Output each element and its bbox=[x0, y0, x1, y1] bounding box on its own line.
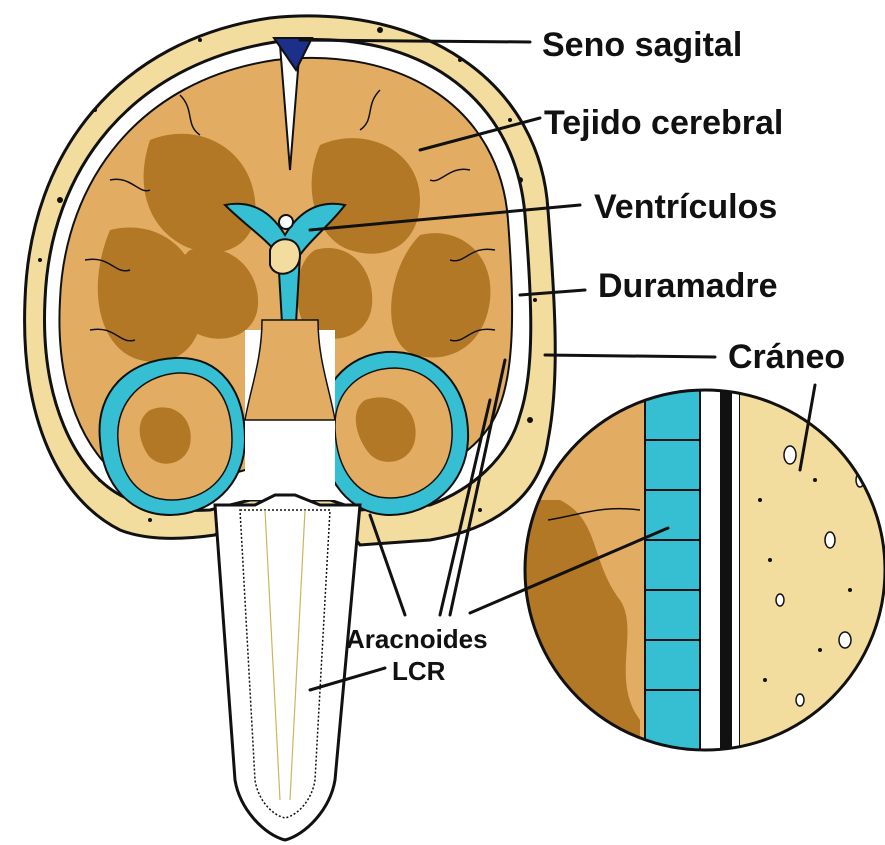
label-arachnoid: Aracnoides bbox=[346, 624, 488, 654]
label-ventricles: Ventrículos bbox=[594, 188, 777, 226]
label-sagittal-sinus: Seno sagital bbox=[542, 26, 742, 64]
label-skull: Cráneo bbox=[728, 338, 845, 376]
leader-sagittal-sinus bbox=[300, 40, 530, 42]
leader-skull bbox=[545, 355, 715, 357]
label-brain-tissue: Tejido cerebral bbox=[544, 104, 783, 142]
label-csf: LCR bbox=[392, 656, 446, 686]
label-dura-mater: Duramadre bbox=[598, 267, 778, 305]
